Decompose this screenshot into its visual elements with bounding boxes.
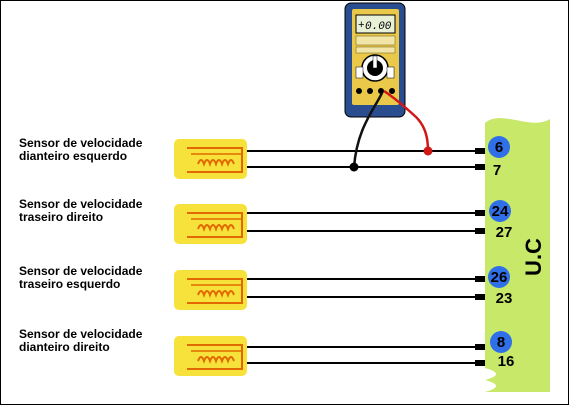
multimeter-jack [389, 88, 395, 94]
negative-lead-probe [349, 162, 359, 172]
pin-terminal [475, 294, 485, 300]
positive-lead [383, 89, 430, 152]
pin-number-bottom: 23 [496, 290, 513, 307]
pin-marker-circle [488, 266, 510, 288]
multimeter-key-row [355, 46, 396, 54]
sensor-label-line2: dianteiro esquerdo [19, 149, 127, 163]
ecu-label: U.C [521, 238, 546, 276]
sensor-row-4: Sensor de velocidade dianteiro direito 8… [19, 327, 514, 376]
sensor-row-2: Sensor de velocidade traseiro direito 24… [19, 197, 512, 244]
ecu-block-top-edge [485, 118, 550, 125]
sensor-coil [197, 290, 235, 298]
multimeter-display [355, 14, 396, 34]
sensor-label-line2: dianteiro direito [19, 340, 110, 354]
sensor-coil [197, 159, 235, 167]
pin-terminal [475, 344, 485, 350]
positive-lead-probe [423, 146, 433, 156]
sensor-row-3: Sensor de velocidade traseiro esquerdo 2… [19, 264, 512, 310]
multimeter-reading: 0.00 [365, 21, 392, 33]
sensor-label-line2: traseiro direito [19, 210, 103, 224]
pin-terminal [475, 360, 485, 366]
sensor-core [187, 344, 243, 370]
pin-number-top: 24 [492, 203, 509, 220]
pin-number-bottom: 7 [493, 162, 501, 179]
sensor-label-line1: Sensor de velocidade [19, 264, 143, 278]
pin-number-bottom: 16 [498, 353, 515, 370]
pin-terminal [475, 228, 485, 234]
multimeter-dial-pointer [372, 55, 378, 69]
ecu-block [485, 123, 550, 392]
multimeter-button-row [355, 35, 396, 46]
sensor-label-line1: Sensor de velocidade [19, 197, 143, 211]
pin-marker-circle [490, 331, 512, 353]
pin-terminal [475, 148, 485, 154]
sensor-label-line2: traseiro esquerdo [19, 277, 120, 291]
multimeter-jack [367, 88, 373, 94]
pin-marker-circle [489, 200, 511, 222]
pin-number-top: 8 [497, 334, 505, 351]
sensor-coil [197, 356, 235, 364]
sensor-core [187, 212, 243, 238]
multimeter-sign: + [358, 20, 365, 32]
pin-number-top: 6 [495, 139, 503, 156]
pin-number-top: 26 [491, 269, 508, 286]
pin-terminal [475, 210, 485, 216]
pin-terminal [475, 276, 485, 282]
sensor-label-line1: Sensor de velocidade [19, 327, 143, 341]
pin-terminal [475, 164, 485, 170]
pin-number-bottom: 27 [496, 224, 513, 241]
multimeter-side-key [355, 66, 364, 79]
sensor-core [187, 278, 243, 304]
pin-marker-circle [488, 136, 510, 158]
sensor-coil [197, 224, 235, 232]
negative-lead [352, 92, 384, 168]
sensor-label-line1: Sensor de velocidade [19, 136, 143, 150]
multimeter-jack [378, 88, 384, 94]
sensor-core [187, 147, 243, 173]
sensor-row-1: Sensor de velocidade dianteiro esquerdo … [19, 136, 510, 179]
multimeter: + 0.00 [344, 2, 406, 118]
multimeter-jack [356, 88, 362, 94]
multimeter-side-key [386, 66, 395, 79]
